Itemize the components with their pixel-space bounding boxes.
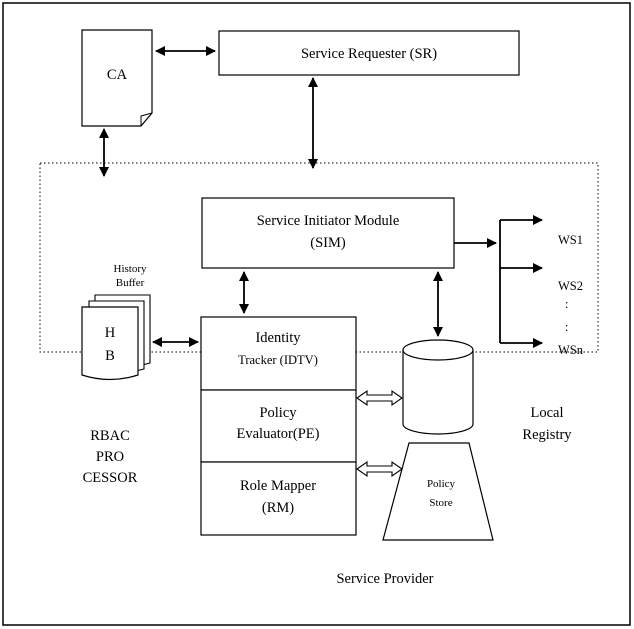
pe-box <box>200 389 357 463</box>
ws2-label: WS2 <box>558 279 583 293</box>
policy-store-label-line2: Store <box>429 497 452 509</box>
ca-label: CA <box>107 67 128 83</box>
rm-label-line2: (RM) <box>262 500 294 516</box>
pe-label-line2: Evaluator(PE) <box>237 426 320 442</box>
idtv-label-line1: Identity <box>255 330 301 346</box>
rbac-label-line2: PRO <box>96 449 124 465</box>
local-registry-label-line1: Local <box>530 405 563 421</box>
sim-label-line1: Service Initiator Module <box>257 213 400 229</box>
policy-store-label-line1: Policy <box>427 478 456 490</box>
local-registry-cylinder-body <box>402 350 474 435</box>
service-provider-label: Service Provider <box>336 571 433 587</box>
rbac-label-line3: CESSOR <box>83 470 138 486</box>
local-registry-cylinder-top <box>402 339 474 361</box>
ws1-label: WS1 <box>558 233 583 247</box>
policy-store-shape <box>382 442 494 541</box>
idtv-label-line2: Tracker (IDTV) <box>238 353 318 367</box>
history-buffer-label-line2: Buffer <box>116 277 145 289</box>
hb-letter-h: H <box>105 325 116 341</box>
pe-label-line1: Policy <box>259 405 297 421</box>
ws-ellipsis-1: : <box>565 297 568 311</box>
service-requester-box <box>218 30 520 76</box>
ws-ellipsis-2: : <box>565 320 568 334</box>
ca-document <box>81 29 153 127</box>
rm-box <box>200 461 357 536</box>
hb-letter-b: B <box>105 348 115 364</box>
history-buffer-page-1 <box>81 306 139 381</box>
sim-label-line2: (SIM) <box>310 235 346 251</box>
idtv-box <box>200 316 357 391</box>
rm-label-line1: Role Mapper <box>240 478 316 494</box>
rbac-label-line1: RBAC <box>90 428 130 444</box>
sim-box <box>201 197 455 269</box>
wsn-label: WSn <box>558 343 584 357</box>
local-registry-label-line2: Registry <box>522 427 572 443</box>
service-provider-boundary <box>39 162 599 353</box>
ca-document-fold <box>140 112 153 126</box>
hollow-arrow-pe-registry <box>356 389 403 407</box>
history-buffer-label-line1: History <box>114 263 148 275</box>
hollow-arrow-rm-policystore <box>356 460 403 478</box>
service-requester-label: Service Requester (SR) <box>301 46 437 62</box>
